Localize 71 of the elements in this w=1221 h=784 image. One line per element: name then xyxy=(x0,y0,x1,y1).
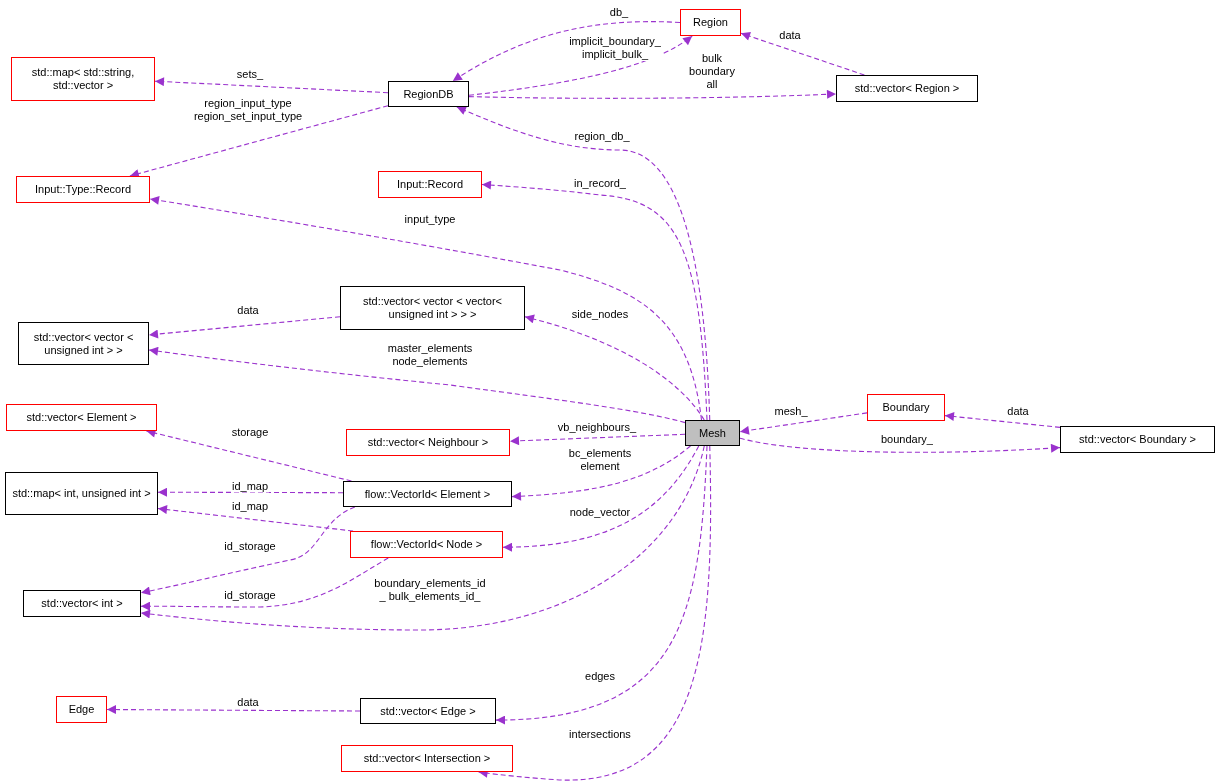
arrow xyxy=(148,316,341,339)
edge-label: id_map xyxy=(230,499,270,513)
arrow xyxy=(502,445,700,552)
class-box: std::map< int, unsigned int > xyxy=(5,472,158,515)
arrow xyxy=(468,89,837,99)
edge-label: implicit_boundary_ implicit_bulk_ xyxy=(568,35,662,61)
edge-label: boundary_elements_id _ bulk_elements_id_ xyxy=(373,577,487,603)
edge-label: id_map xyxy=(230,479,270,493)
edge-label: vb_neighbours_ xyxy=(556,420,638,434)
edge-label: id_storage xyxy=(223,539,277,553)
class-box: RegionDB xyxy=(388,81,469,107)
edge-label: region_db_ xyxy=(573,129,631,143)
arrow xyxy=(154,77,389,94)
arrow xyxy=(511,445,692,501)
class-box: std::vector< int > xyxy=(23,590,141,617)
edge-label: bc_elements element xyxy=(567,447,633,473)
arrow xyxy=(140,557,389,611)
class-box: flow::VectorId< Node > xyxy=(350,531,503,558)
edge-label: data xyxy=(1006,404,1030,418)
class-box: flow::VectorId< Element > xyxy=(343,481,512,507)
edge-label: data xyxy=(236,303,260,317)
edge-label: id_storage xyxy=(223,588,277,602)
arrow xyxy=(495,445,708,725)
arrow xyxy=(148,346,686,424)
class-box: Input::Record xyxy=(378,171,482,198)
class-box: std::map< std::string, std::vector > xyxy=(11,57,155,101)
edge-label: boundary_ xyxy=(880,432,934,446)
class-box: Boundary xyxy=(867,394,945,421)
edge-label: data xyxy=(236,695,260,709)
class-box: std::vector< Element > xyxy=(6,404,157,431)
edge-label: bulk boundary all xyxy=(688,51,736,91)
arrow xyxy=(739,412,868,435)
edge-label: input_type xyxy=(403,212,457,226)
edge-label: edges xyxy=(584,669,616,683)
class-box: Mesh xyxy=(685,420,740,446)
edge-label: in_record_ xyxy=(573,176,627,190)
edge-label: node_vector xyxy=(568,505,632,519)
edge-label: region_input_type region_set_input_type xyxy=(192,97,304,123)
edge-label: storage xyxy=(230,425,270,439)
arrow xyxy=(739,437,1061,453)
arrow xyxy=(452,21,681,82)
edge-label: db_ xyxy=(608,5,630,19)
class-box: std::vector< vector < unsigned int > > xyxy=(18,322,149,365)
class-box: Input::Type::Record xyxy=(16,176,150,203)
class-box: std::vector< Boundary > xyxy=(1060,426,1215,453)
edge-label: data xyxy=(778,28,802,42)
arrow xyxy=(509,433,686,446)
arrow xyxy=(106,705,361,715)
edge-label: intersections xyxy=(568,727,632,741)
class-box: Region xyxy=(680,9,741,36)
arrow xyxy=(129,105,389,178)
class-box: std::vector< Neighbour > xyxy=(346,429,510,456)
class-box: Edge xyxy=(56,696,107,723)
class-box: std::vector< vector < vector< unsigned int > > > xyxy=(340,286,525,330)
arrow xyxy=(140,506,356,596)
arrow xyxy=(478,445,712,781)
arrow xyxy=(149,195,703,421)
arrow xyxy=(481,180,708,421)
arrow xyxy=(524,314,705,421)
edge-label: mesh_ xyxy=(773,404,809,418)
edge-label: master_elements node_elements xyxy=(386,342,474,368)
arrow xyxy=(468,35,693,96)
class-box: std::vector< Intersection > xyxy=(341,745,513,772)
arrow xyxy=(140,445,705,631)
class-box: std::vector< Region > xyxy=(836,75,978,102)
edge-label: side_nodes xyxy=(570,307,630,321)
arrow xyxy=(740,31,865,76)
arrow xyxy=(944,412,1061,428)
class-box: std::vector< Edge > xyxy=(360,698,496,724)
arrow xyxy=(456,106,711,421)
edge-label: sets_ xyxy=(235,67,265,81)
